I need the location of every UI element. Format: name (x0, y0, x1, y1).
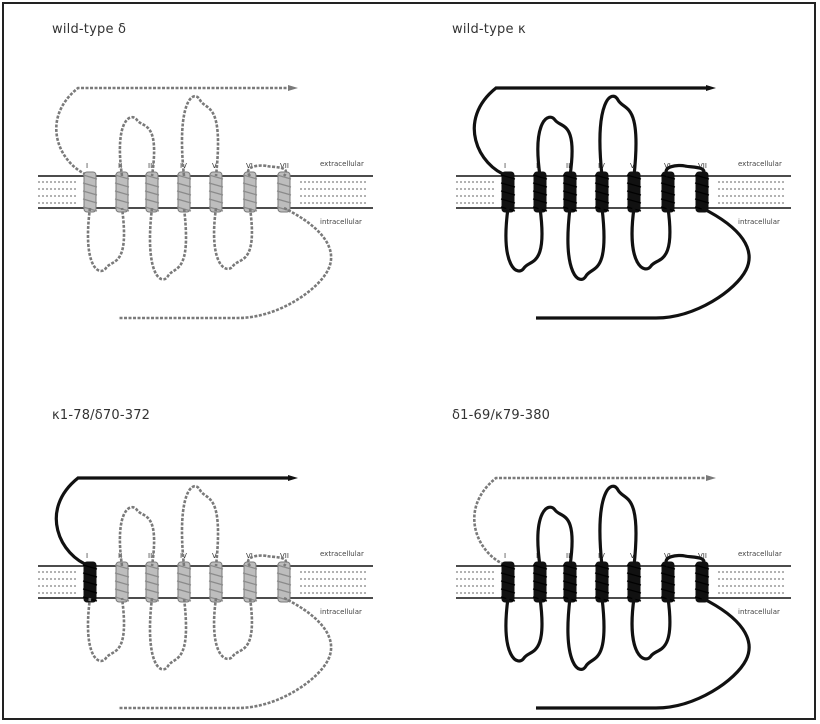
intracellular-loop (568, 208, 604, 279)
intracellular-loop (150, 598, 186, 669)
extracellular-label: extracellular (320, 550, 364, 558)
n-terminus-tail (56, 88, 288, 176)
intracellular-loop (632, 598, 670, 659)
intracellular-label: intracellular (738, 608, 780, 616)
helix-label: I (504, 162, 506, 170)
helix-label: I (504, 552, 506, 560)
n-terminus-tail (474, 88, 706, 176)
intracellular-loop (506, 598, 542, 661)
intracellular-loop (88, 208, 124, 271)
extracellular-label: extracellular (320, 160, 364, 168)
intracellular-loop (506, 208, 542, 271)
n-terminus-tail (474, 478, 706, 566)
n-terminus-arrow (706, 85, 716, 91)
intracellular-loop (88, 598, 124, 661)
receptor-panel-chimera-kappa-delta: extracellularintracellularIIIIIIIVVVIVII (38, 475, 373, 708)
n-terminus-arrow (288, 475, 298, 481)
intracellular-loop (568, 598, 604, 669)
n-terminus-arrow (288, 85, 298, 91)
n-terminus-tail (56, 478, 288, 566)
receptor-panel-wild-type-kappa: extracellularintracellularIIIIIIIVVVIVII (456, 85, 791, 318)
helix-label: I (86, 162, 88, 170)
n-terminus-arrow (706, 475, 716, 481)
intracellular-loop (632, 208, 670, 269)
extracellular-label: extracellular (738, 550, 782, 558)
intracellular-label: intracellular (320, 218, 362, 226)
intracellular-label: intracellular (320, 608, 362, 616)
intracellular-label: intracellular (738, 218, 780, 226)
extracellular-label: extracellular (738, 160, 782, 168)
intracellular-loop (214, 208, 252, 269)
intracellular-loop (150, 208, 186, 279)
intracellular-loop (214, 598, 252, 659)
helix-label: I (86, 552, 88, 560)
